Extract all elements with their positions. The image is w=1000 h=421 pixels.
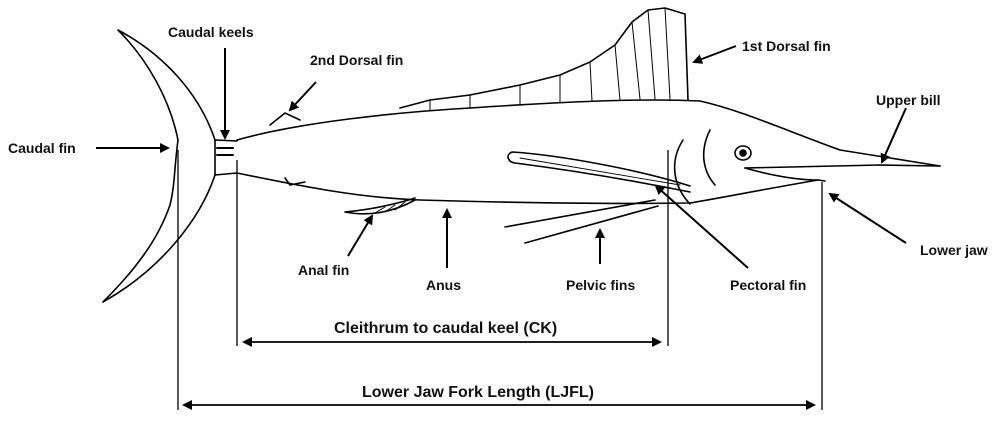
label-pelvic-fins: Pelvic fins: [566, 277, 635, 293]
lower-jaw-arrow: [830, 194, 906, 243]
lower-jaw-outline: [745, 168, 825, 181]
pectoral-fin-arrow: [656, 186, 748, 268]
label-ljfl-measurement: Lower Jaw Fork Length (LJFL): [362, 384, 594, 402]
upper-bill-arrow: [882, 108, 906, 162]
label-caudal-fin: Caudal fin: [8, 140, 76, 156]
operculum-curve: [675, 140, 690, 204]
label-first-dorsal-fin: 1st Dorsal fin: [742, 38, 831, 54]
pectoral-fin-outline: [508, 152, 690, 192]
second-dorsal-fin-arrow: [290, 82, 316, 110]
first-dorsal-fin-outline: [400, 8, 688, 108]
anal-fin-arrow: [348, 216, 372, 256]
label-pectoral-fin: Pectoral fin: [730, 277, 806, 293]
eye-pupil: [740, 150, 746, 156]
anal-fin-outline: [345, 198, 415, 214]
caudal-fin-outline: [103, 30, 215, 302]
gill-curve: [704, 130, 715, 185]
upper-bill-line: [745, 165, 940, 168]
label-second-dorsal-fin: 2nd Dorsal fin: [310, 52, 403, 68]
caudal-keels-marks: [217, 148, 233, 155]
second-dorsal-fin-outline: [270, 113, 300, 125]
body-lower-outline: [237, 173, 818, 203]
label-anus: Anus: [426, 277, 461, 293]
first-dorsal-fin-arrow: [694, 46, 736, 62]
label-lower-jaw: Lower jaw: [920, 242, 988, 258]
body-upper-outline: [237, 100, 940, 166]
label-upper-bill: Upper bill: [876, 92, 941, 108]
label-ck-measurement: Cleithrum to caudal keel (CK): [334, 320, 557, 338]
caudal-peduncle-line: [215, 140, 237, 175]
label-anal-fin: Anal fin: [298, 262, 349, 278]
pectoral-fin-rays: [520, 158, 680, 185]
label-caudal-keels: Caudal keels: [168, 24, 254, 40]
